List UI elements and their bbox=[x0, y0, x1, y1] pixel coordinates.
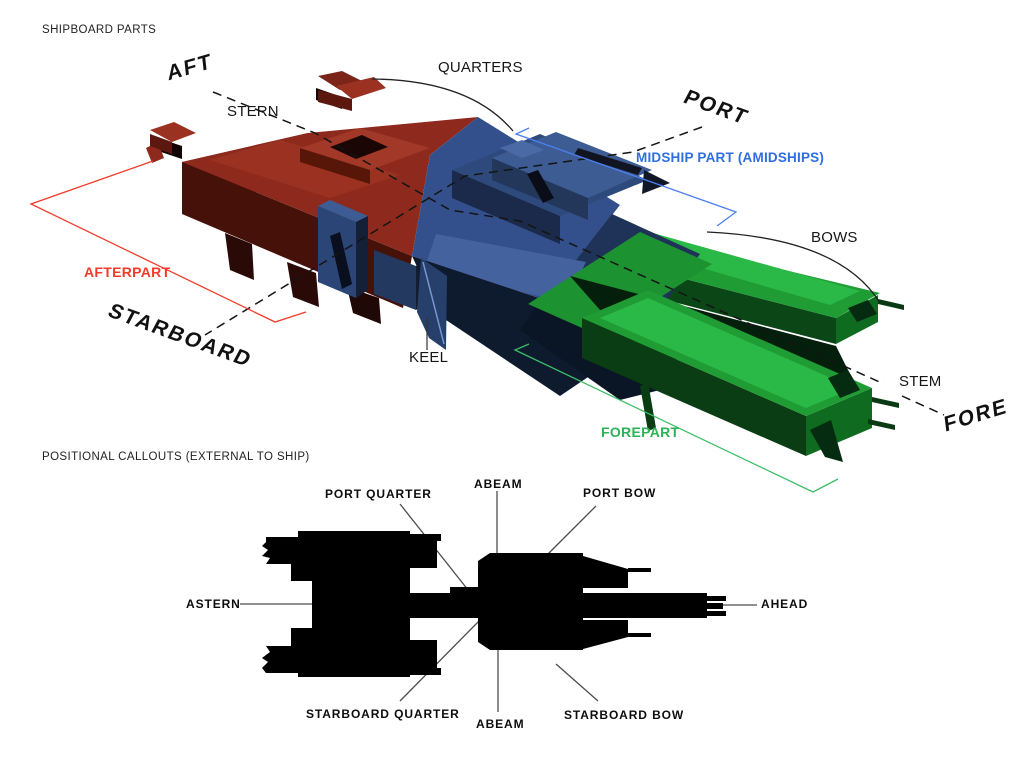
quarters-arc bbox=[371, 78, 514, 132]
label-forepart: FOREPART bbox=[601, 424, 680, 440]
bows-arc bbox=[706, 231, 881, 304]
label-midship-part: MIDSHIP PART (AMIDSHIPS) bbox=[636, 150, 825, 165]
midship-bracket bbox=[514, 127, 738, 227]
label-astern: ASTERN bbox=[186, 597, 241, 611]
label-ahead: AHEAD bbox=[761, 597, 809, 611]
label-starboard-quarter: STARBOARD QUARTER bbox=[306, 707, 460, 721]
label-afterpart: AFTERPART bbox=[84, 264, 171, 280]
label-stern: STERN bbox=[227, 103, 279, 120]
positional-callouts-title: POSITIONAL CALLOUTS (EXTERNAL TO SHIP) bbox=[42, 451, 310, 463]
starboard-bow-line bbox=[555, 663, 599, 702]
starboard-stern-pod bbox=[146, 122, 196, 163]
label-abeam-top: ABEAM bbox=[474, 477, 523, 491]
label-stem: STEM bbox=[899, 373, 942, 390]
midship-superstructure bbox=[452, 132, 670, 244]
starboard-quarter-line bbox=[399, 618, 482, 702]
label-port-bow: PORT BOW bbox=[583, 486, 657, 500]
port-stern-pod bbox=[316, 71, 386, 111]
ship-3d-render bbox=[146, 71, 904, 462]
port-bow-line bbox=[545, 505, 597, 557]
ship-annotation-lines bbox=[29, 78, 945, 493]
fore-aft-centerline bbox=[212, 91, 885, 385]
label-port-quarter: PORT QUARTER bbox=[325, 487, 432, 501]
forepart-starboard-prong bbox=[582, 290, 899, 462]
afterpart-bracket bbox=[29, 160, 307, 323]
forepart-bracket bbox=[513, 343, 839, 493]
shipboard-parts-title: SHIPBOARD PARTS bbox=[42, 24, 157, 36]
label-bows: BOWS bbox=[811, 229, 858, 246]
stem-fore-dash bbox=[901, 395, 945, 416]
label-quarters: QUARTERS bbox=[438, 59, 523, 76]
label-abeam-bottom: ABEAM bbox=[476, 717, 525, 731]
port-starboard-line bbox=[204, 126, 703, 336]
midship-pylons bbox=[318, 200, 428, 310]
ship-top-silhouette bbox=[262, 531, 726, 677]
port-quarter-line bbox=[399, 503, 477, 601]
callout-leader-lines bbox=[240, 491, 757, 712]
label-keel: KEEL bbox=[409, 349, 449, 366]
label-starboard-bow: STARBOARD BOW bbox=[564, 708, 685, 722]
